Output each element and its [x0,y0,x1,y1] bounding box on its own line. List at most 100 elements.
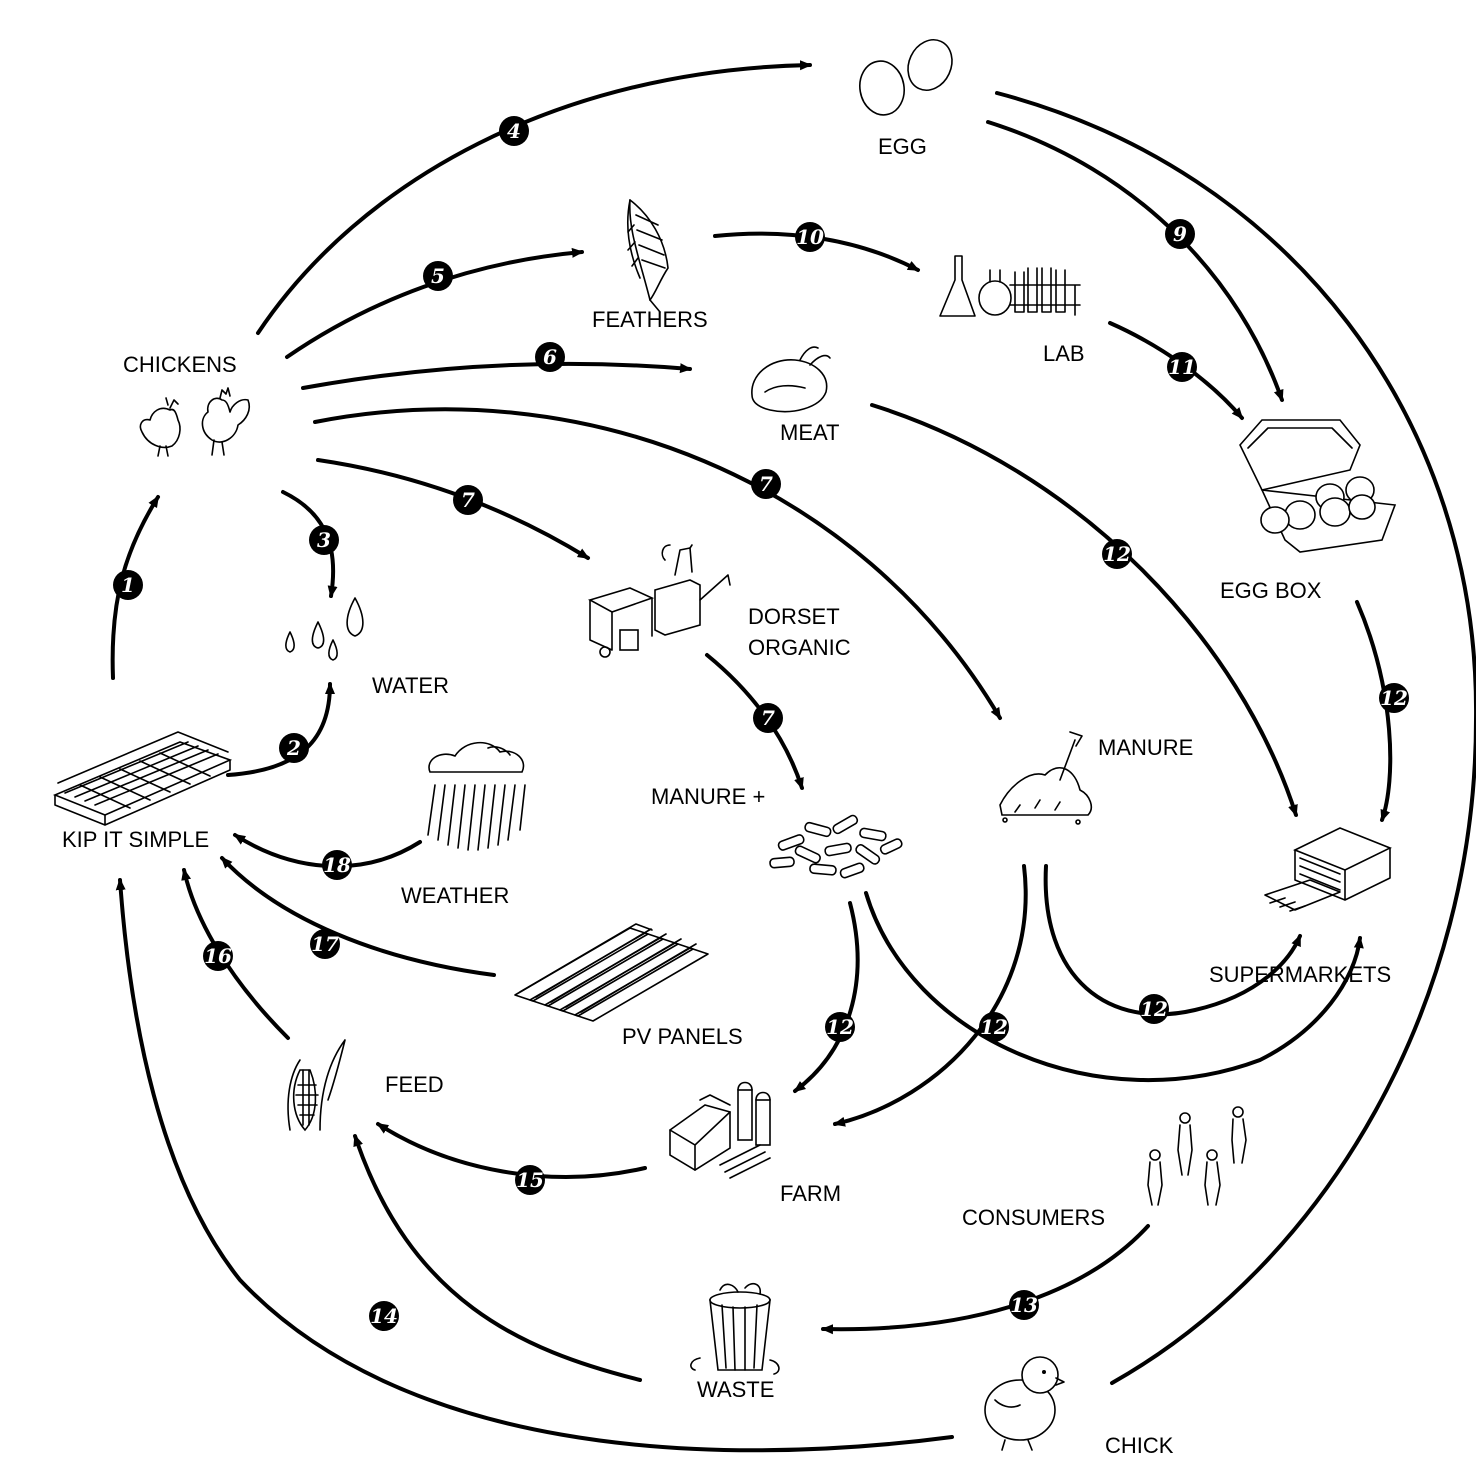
label-weather: WEATHER [401,883,509,908]
step-badge-4: 4 [499,116,529,146]
label-lab: LAB [1043,341,1085,366]
step-badge-9: 9 [1165,219,1195,249]
label-pv-panels: PV PANELS [622,1024,743,1049]
step-badge-11: 11 [1167,352,1197,382]
egg-box-icon [1239,419,1397,553]
svg-text:12: 12 [1380,686,1408,710]
label-chickens: CHICKENS [123,352,237,377]
flow-arcs [110,60,1476,1453]
step-badge-13: 13 [1009,1290,1039,1320]
arc-7b [313,407,1002,720]
label-farm: FARM [780,1181,841,1206]
step-badge-1: 1 [113,570,143,600]
svg-text:2: 2 [286,736,301,760]
label-consumers: CONSUMERS [962,1205,1105,1230]
svg-text:14: 14 [370,1304,398,1328]
step-badge-12e: 12 [1139,994,1169,1024]
arc-12a [870,403,1298,817]
arc-15 [376,1122,647,1179]
chicken-icon [139,397,181,457]
label-organic: ORGANIC [748,635,851,660]
label-meat: MEAT [780,420,839,445]
farm-icon [669,1081,771,1179]
arc-manureplus-supermarkets [864,891,1364,1082]
arc-9 [986,120,1284,402]
chicken-house-icon [52,731,233,826]
step-badges: 4 5 6 7 7 7 9 10 11 12 12 12 12 12 13 14… [113,116,1409,1331]
feather-icon [626,199,669,313]
step-badge-5: 5 [423,261,453,291]
lab-flask-icon [939,255,1081,317]
svg-text:7: 7 [761,706,775,730]
svg-text:12: 12 [826,1015,854,1039]
label-egg: EGG [878,134,927,159]
meat-icon [751,346,831,413]
consumers-icon [1147,1106,1247,1206]
water-drops-icon [285,597,364,661]
svg-text:7: 7 [759,472,773,496]
arc-13 [821,1224,1150,1335]
step-badge-3: 3 [309,525,339,555]
manure-pile-icon [999,731,1092,825]
step-badge-10: 10 [795,222,825,252]
svg-text:5: 5 [431,264,445,288]
svg-text:11: 11 [1168,355,1196,379]
step-badge-12d: 12 [979,1012,1009,1042]
label-egg-box: EGG BOX [1220,578,1322,603]
svg-text:12: 12 [980,1015,1008,1039]
arc-12e [1043,864,1302,1017]
svg-text:3: 3 [317,528,331,552]
step-badge-17: 17 [310,929,340,959]
chick-icon [984,1356,1065,1451]
svg-text:12: 12 [1103,542,1131,566]
step-badge-6: 6 [535,342,565,372]
label-feed: FEED [385,1072,444,1097]
egg-icon [859,39,953,116]
arc-egg-chick [995,91,1476,1385]
svg-text:15: 15 [516,1168,544,1192]
step-badge-16: 16 [203,941,233,971]
svg-text:16: 16 [204,944,232,968]
step-badge-14: 14 [369,1301,399,1331]
svg-text:1: 1 [121,573,135,597]
svg-text:17: 17 [311,932,339,956]
label-chick: CHICK [1105,1433,1174,1458]
icons [52,39,1397,1451]
svg-text:18: 18 [323,853,351,877]
arc-17 [220,856,496,977]
label-supermarkets: SUPERMARKETS [1209,962,1391,987]
svg-text:9: 9 [1173,222,1187,246]
step-badge-7b: 7 [751,469,781,499]
step-badge-12b: 12 [1379,683,1409,713]
node-labels: EGG FEATHERS CHICKENS LAB MEAT EGG BOX W… [62,134,1391,1458]
label-waste: WASTE [697,1377,774,1402]
arc-14 [115,878,954,1453]
arc-7a [316,458,590,560]
svg-text:10: 10 [796,225,824,249]
arc-2 [226,682,335,777]
arc-5 [285,247,584,359]
corn-feed-icon [287,1039,346,1132]
step-badge-15: 15 [515,1165,545,1195]
svg-text:6: 6 [543,345,557,369]
step-badge-7c: 7 [753,703,783,733]
arc-12c [793,901,860,1093]
arc-waste-feed [353,1134,642,1382]
arc-4 [256,60,812,335]
svg-text:12: 12 [1140,997,1168,1021]
step-badge-12a: 12 [1102,539,1132,569]
svg-text:13: 13 [1010,1293,1038,1317]
step-badge-7a: 7 [453,485,483,515]
step-badge-18: 18 [322,850,352,880]
pv-panels-icon [514,923,709,1022]
step-badge-12c: 12 [825,1012,855,1042]
label-dorset: DORSET [748,604,840,629]
svg-text:4: 4 [507,119,521,143]
arc-6 [301,361,692,390]
pellets-icon [769,814,903,879]
arc-12d [833,864,1028,1127]
label-feathers: FEATHERS [592,307,708,332]
label-manure: MANURE [1098,735,1193,760]
arc-16 [181,868,290,1040]
